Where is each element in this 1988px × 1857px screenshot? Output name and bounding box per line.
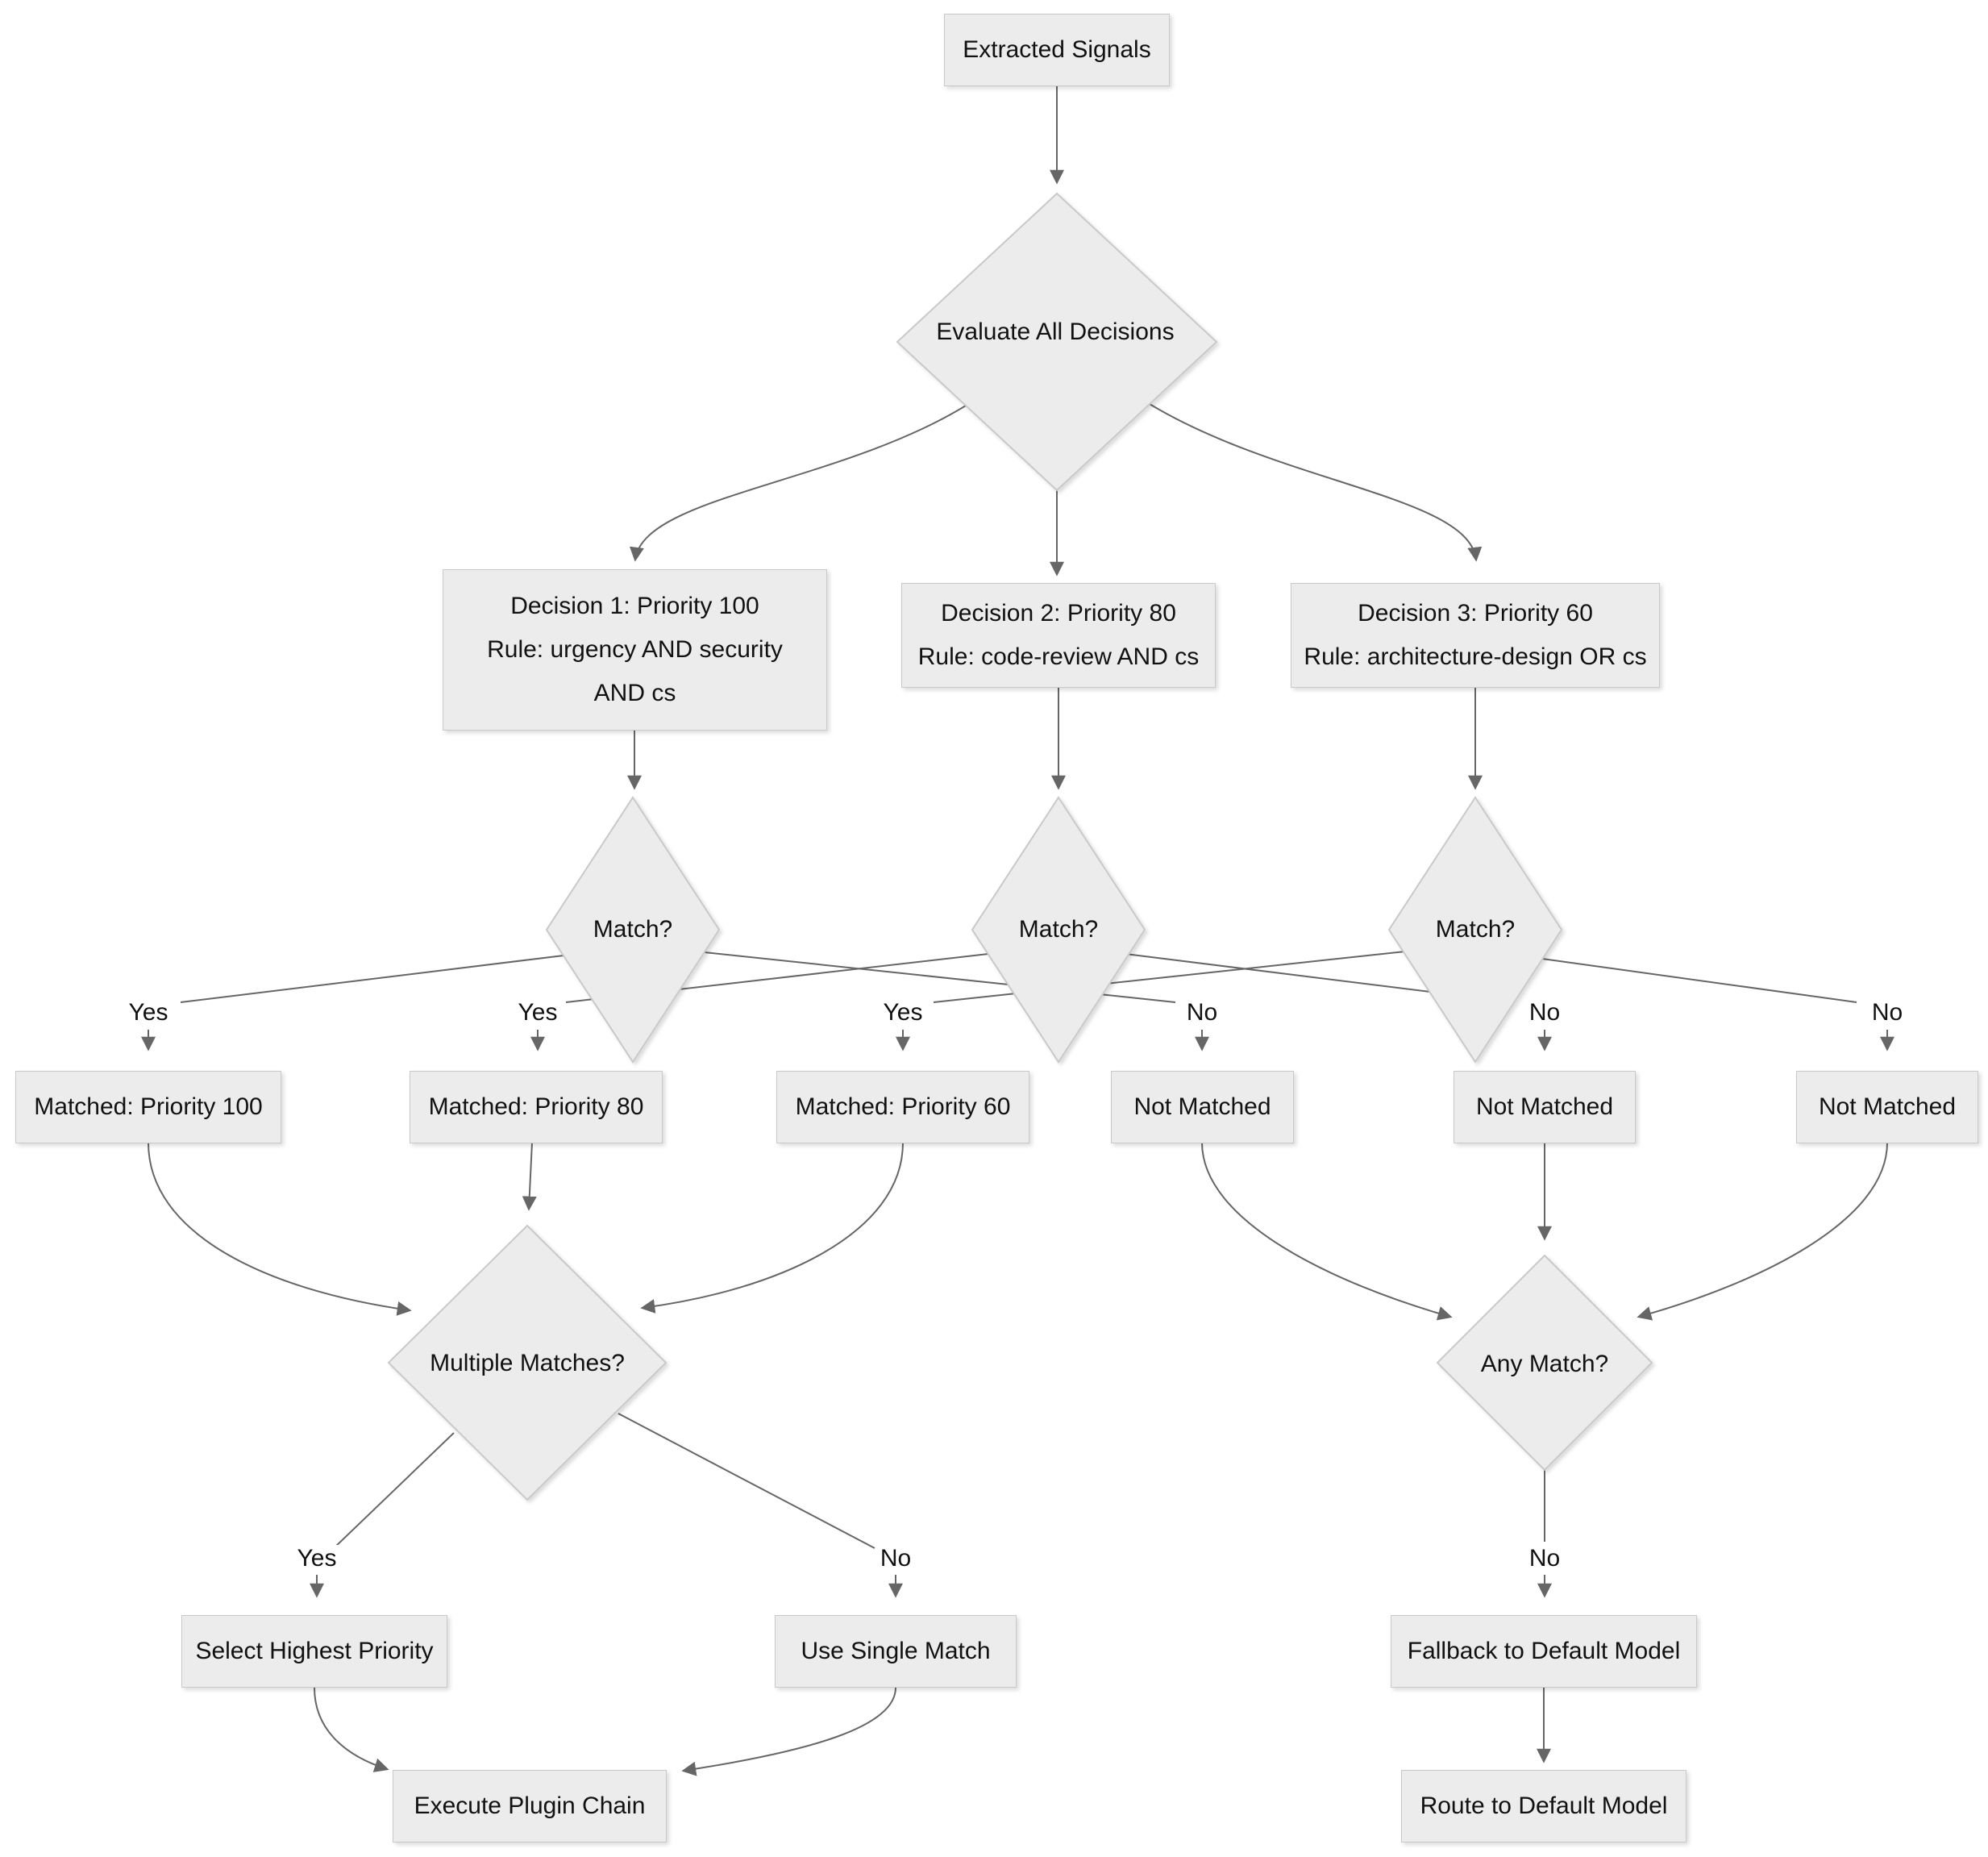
node-not-matched-1: Not Matched	[1111, 1071, 1294, 1143]
node-label: Use Single Match	[801, 1638, 991, 1664]
node-route-default-model: Route to Default Model	[1401, 1770, 1686, 1842]
match2-diamond	[971, 796, 1146, 1064]
match3-diamond	[1387, 796, 1563, 1064]
edge-label-match3-yes: Yes	[878, 999, 928, 1026]
node-extracted-signals: Extracted Signals	[944, 14, 1170, 86]
node-label: Not Matched	[1475, 1093, 1614, 1120]
edge-label-multiple-no: No	[875, 1545, 917, 1572]
node-label: Matched: Priority 60	[795, 1093, 1011, 1120]
edge-label-match2-yes: Yes	[513, 999, 563, 1026]
node-label: Fallback to Default Model	[1407, 1638, 1681, 1664]
edge-label-match1-no: No	[1181, 999, 1223, 1026]
node-matched-priority-60: Matched: Priority 60	[776, 1071, 1029, 1143]
node-label: Decision 3: Priority 60 Rule: architectu…	[1304, 600, 1647, 670]
match1-diamond	[545, 796, 721, 1064]
match2-label: Match?	[1018, 916, 1099, 943]
multiple-matches-diamond	[387, 1224, 668, 1501]
multiple-matches-label: Multiple Matches?	[430, 1350, 625, 1376]
edge-label-multiple-yes: Yes	[292, 1545, 342, 1572]
node-fallback-default-model: Fallback to Default Model	[1391, 1615, 1697, 1688]
match3-label: Match?	[1435, 916, 1516, 943]
node-label: Decision 2: Priority 80 Rule: code-revie…	[917, 600, 1200, 670]
node-label: Matched: Priority 100	[34, 1093, 263, 1120]
any-match-label: Any Match?	[1480, 1351, 1609, 1377]
edge-label-anymatch-no: No	[1524, 1545, 1566, 1572]
node-not-matched-3: Not Matched	[1796, 1071, 1978, 1143]
node-use-single-match: Use Single Match	[775, 1615, 1017, 1688]
node-decision-1: Decision 1: Priority 100 Rule: urgency A…	[443, 569, 827, 731]
node-label: Extracted Signals	[963, 36, 1151, 63]
node-label: Route to Default Model	[1420, 1792, 1668, 1819]
node-select-highest-priority: Select Highest Priority	[181, 1615, 447, 1688]
node-label: Matched: Priority 80	[428, 1093, 644, 1120]
node-matched-priority-100: Matched: Priority 100	[15, 1071, 281, 1143]
node-label: Execute Plugin Chain	[414, 1792, 646, 1819]
node-decision-2: Decision 2: Priority 80 Rule: code-revie…	[901, 583, 1216, 688]
node-label: Not Matched	[1133, 1093, 1271, 1120]
node-label: Decision 1: Priority 100 Rule: urgency A…	[487, 593, 783, 706]
match1-label: Match?	[593, 916, 673, 943]
any-match-diamond	[1436, 1254, 1653, 1472]
node-matched-priority-80: Matched: Priority 80	[410, 1071, 663, 1143]
evaluate-decisions-diamond	[896, 192, 1218, 492]
node-execute-plugin-chain: Execute Plugin Chain	[393, 1770, 667, 1842]
node-decision-3: Decision 3: Priority 60 Rule: architectu…	[1291, 583, 1660, 688]
node-label: Select Highest Priority	[195, 1638, 434, 1664]
node-not-matched-2: Not Matched	[1454, 1071, 1636, 1143]
edge-label-match3-no: No	[1866, 999, 1908, 1026]
node-label: Not Matched	[1818, 1093, 1957, 1120]
edge-label-match2-no: No	[1524, 999, 1566, 1026]
evaluate-decisions-label: Evaluate All Decisions	[936, 319, 1175, 345]
edge-label-match1-yes: Yes	[123, 999, 173, 1026]
